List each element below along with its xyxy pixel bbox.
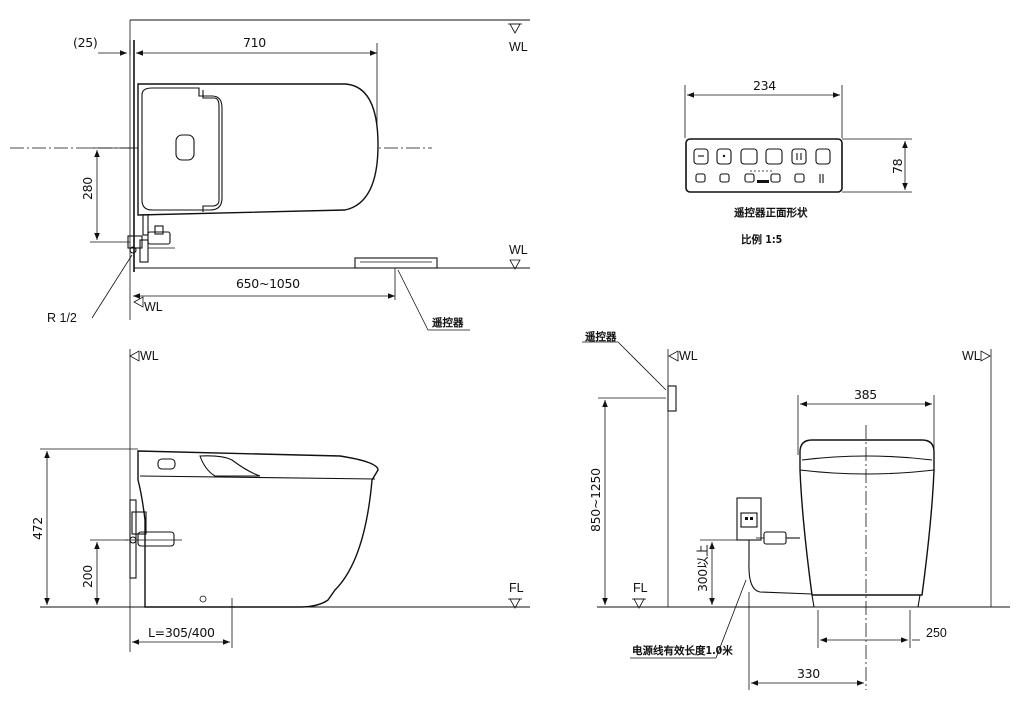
- dim-234: 234: [753, 78, 776, 93]
- remote-front-view: 234 78 遥控器正面形状 比例 1:5: [684, 78, 912, 246]
- dim-280: 280: [80, 177, 95, 200]
- remote-holder: [354, 257, 438, 269]
- dim-330: 330: [797, 666, 820, 681]
- wl-label: WL: [509, 40, 528, 54]
- fl-label: FL: [633, 581, 648, 595]
- remote-label-front: 遥控器: [585, 330, 617, 343]
- dim-650-1050: 650~1050: [236, 276, 300, 291]
- wl-label: WL: [679, 349, 698, 363]
- wl-label: WL: [509, 243, 528, 257]
- dim-385: 385: [854, 387, 877, 402]
- fl-label: FL: [509, 581, 524, 595]
- dim-850-1250: 850~1250: [588, 468, 603, 532]
- front-view: WL WL FL 遥控器 850~1250 300以上: [582, 330, 1010, 690]
- side-view: WL FL 472 200 L=305/400: [30, 349, 530, 652]
- dim-472: 472: [30, 517, 45, 540]
- dim-250: 250: [926, 626, 947, 640]
- side-fitting: [125, 499, 182, 579]
- wl-marker-mid: WL: [509, 243, 528, 270]
- wl-marker-top: WL: [508, 23, 528, 54]
- dim-78: 78: [890, 158, 905, 174]
- scale-caption: 比例 1:5: [741, 233, 782, 246]
- water-fitting: [127, 214, 175, 263]
- top-view: WL WL (25) 710: [10, 19, 530, 331]
- cable-note: 电源线有效长度1.0米: [632, 644, 733, 657]
- dim-25: (25): [73, 35, 97, 50]
- remote-label: 遥控器: [432, 316, 464, 329]
- dim-200: 200: [80, 565, 95, 588]
- dim-L: L=305/400: [148, 625, 215, 640]
- remote-body: [685, 138, 843, 193]
- wl-label: WL: [144, 300, 163, 314]
- wl-label: WL: [140, 349, 159, 363]
- r-half-label: R 1/2: [47, 311, 77, 325]
- dim-300: 300以上: [695, 545, 710, 592]
- wl-label: WL: [962, 349, 981, 363]
- dim-710: 710: [243, 35, 266, 50]
- remote-front-caption: 遥控器正面形状: [734, 206, 808, 219]
- wall-remote: [667, 385, 677, 412]
